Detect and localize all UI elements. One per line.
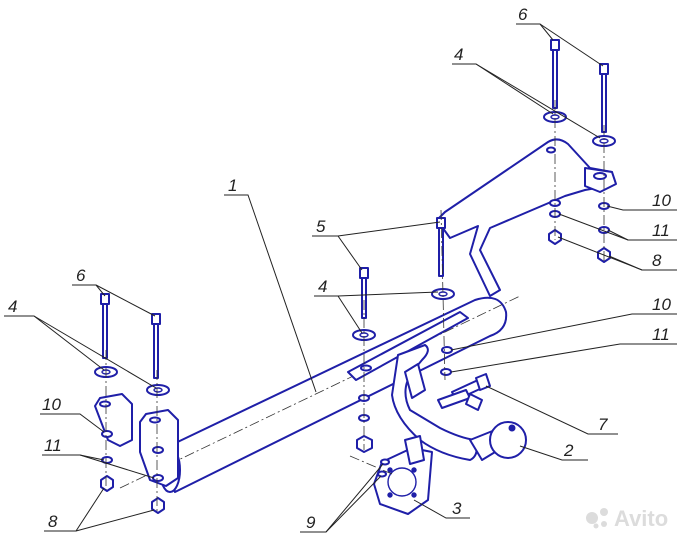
callout-2: 2 <box>563 441 574 460</box>
callout-8-left: 8 <box>48 512 58 531</box>
watermark-text: Avito <box>614 506 668 531</box>
bolt-6-left-b <box>151 313 161 379</box>
callout-11-right-top: 11 <box>652 221 670 240</box>
leader-lines <box>4 23 677 533</box>
fasteners-right <box>548 199 611 263</box>
callout-1: 1 <box>228 176 237 195</box>
callout-4-mid: 4 <box>318 277 327 296</box>
avito-watermark: Avito <box>586 506 668 531</box>
callout-11-right-mid: 11 <box>652 325 670 344</box>
callout-6-top: 6 <box>518 5 528 24</box>
callout-5: 5 <box>316 217 326 236</box>
fasteners-middle <box>356 346 453 453</box>
assembly-axes <box>105 100 605 512</box>
callout-9: 9 <box>306 513 316 532</box>
socket-screws <box>377 458 390 478</box>
bolt-7-lower <box>437 389 483 411</box>
bolt-5-right <box>436 217 446 277</box>
bolt-6-left-a <box>100 293 110 359</box>
callout-10-right-mid: 10 <box>652 295 671 314</box>
bolt-6-top-left <box>550 39 560 109</box>
callout-10-right-top: 10 <box>652 191 671 210</box>
callout-8-right: 8 <box>652 251 662 270</box>
middle-plate <box>347 311 469 381</box>
callout-7: 7 <box>598 415 608 434</box>
bolt-5-left <box>359 267 369 319</box>
left-mounting-bracket <box>94 393 179 487</box>
callout-10-left: 10 <box>42 395 61 414</box>
washers-4 <box>94 111 616 396</box>
callout-4-left: 4 <box>8 297 17 316</box>
callout-6-left: 6 <box>76 266 86 285</box>
callout-3: 3 <box>452 499 462 518</box>
right-mounting-bracket <box>436 138 617 297</box>
callout-11-left: 11 <box>44 436 62 455</box>
callout-4-top: 4 <box>454 45 463 64</box>
bolt-6-top-right <box>599 63 609 133</box>
callout-labels: 6 4 10 11 8 1 5 4 10 11 7 2 3 9 6 4 10 1… <box>8 5 671 532</box>
